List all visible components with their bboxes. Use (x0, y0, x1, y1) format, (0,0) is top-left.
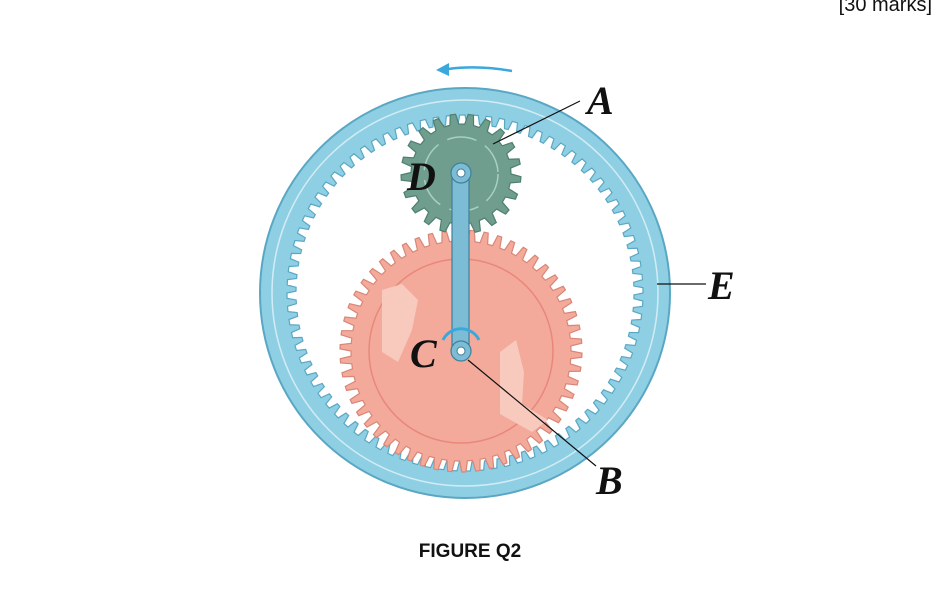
gear-b-highlight-left (382, 284, 418, 362)
label-a: A (584, 78, 614, 123)
figure-caption: FIGURE Q2 (418, 541, 522, 562)
marks-label: [30 marks] (838, 0, 932, 16)
gear-b-highlight-right (500, 340, 548, 432)
arm-dc (441, 162, 481, 362)
arm-bar (451, 171, 470, 353)
rotation-arrow (436, 63, 513, 76)
pin-c-hole (456, 346, 466, 356)
leader-line-b (467, 359, 597, 467)
leader-line-a (492, 100, 581, 145)
label-e: E (707, 263, 735, 308)
arm-rotation-arc (441, 327, 481, 341)
rotation-arrow-head (436, 63, 449, 76)
label-c: C (410, 331, 438, 376)
rotation-arrow-shaft (447, 66, 513, 73)
label-d: D (406, 154, 436, 199)
pin-d-hole (456, 168, 466, 178)
ring-gear-highlight (271, 99, 659, 487)
label-b: B (595, 458, 623, 503)
